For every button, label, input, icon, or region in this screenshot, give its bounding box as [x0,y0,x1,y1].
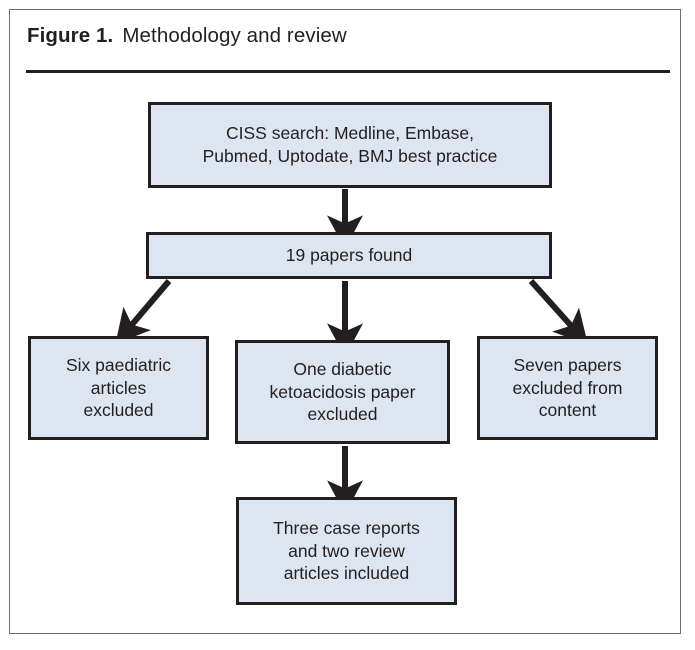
flow-node-included-label: Three case reports and two review articl… [273,517,420,584]
flow-node-content-excluded-label: Seven papers excluded from content [512,354,623,421]
flow-node-search: CISS search: Medline, Embase, Pubmed, Up… [148,102,552,188]
flow-node-content-excluded: Seven papers excluded from content [477,336,658,440]
title-divider [26,70,670,73]
figure-caption: Methodology and review [122,24,347,47]
flow-node-dka-excluded: One diabetic ketoacidosis paper excluded [235,340,450,444]
flow-node-found: 19 papers found [146,232,552,279]
flow-node-included: Three case reports and two review articl… [236,497,457,605]
page-title: Figure 1. Methodology and review [27,24,347,48]
arrow-found-to-paediatric [115,279,172,344]
flow-node-paediatric-excluded-label: Six paediatric articles excluded [65,354,172,421]
flow-node-search-label: CISS search: Medline, Embase, Pubmed, Up… [202,123,498,166]
flow-node-paediatric-excluded: Six paediatric articles excluded [28,336,209,440]
flow-node-dka-excluded-label: One diabetic ketoacidosis paper excluded [269,358,416,425]
arrow-found-to-content [528,278,589,345]
figure-number: Figure 1. [27,24,114,47]
flow-node-found-label: 19 papers found [285,245,413,266]
